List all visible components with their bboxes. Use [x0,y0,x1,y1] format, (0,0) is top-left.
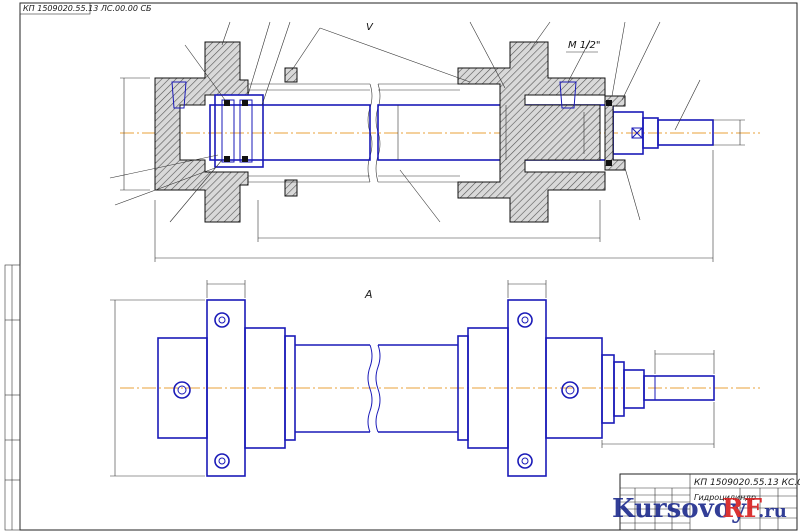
view-a-dimensions [110,280,715,477]
watermark-text-2: RF [722,494,763,524]
left-end-body [157,337,208,439]
view-a-rod [601,354,715,424]
corner-stamp-text: КП 1509020.55.13 ЛС.00.00 СБ [23,4,152,13]
section-dimensions [120,77,745,262]
title-name: Гидроцилиндр [694,493,756,502]
watermark-text-3: .ru [758,501,787,522]
watermark-text-1: Kursovoy [612,494,747,524]
watermark-logo: Kursovoy RF .ru [612,494,787,524]
left-flange-nut [284,67,298,83]
right-end-cap [457,41,606,223]
left-end-cap [154,41,249,223]
leader-lines [109,21,701,223]
piston-assembly [214,94,264,168]
left-flange-nut-bottom [284,179,298,197]
title-code: КП 1509020.55.13 КС.00.00 СБ [694,478,800,488]
view-a: А [110,280,760,477]
title-block: КП 1509020.55.13 КС.00.00 СБ Гидроцилинд… [619,473,800,531]
section-mark: V [366,22,374,33]
view-a-barrel [295,344,458,433]
thread-callout: M 1/2" [568,40,601,51]
corner-stamp: КП 1509020.55.13 ЛС.00.00 СБ [19,2,152,15]
rod-gland [604,95,626,171]
view-label: А [364,288,373,301]
sheet-border [19,2,798,531]
binding-strip [4,264,21,531]
section-view: M 1/2" V [109,21,760,262]
